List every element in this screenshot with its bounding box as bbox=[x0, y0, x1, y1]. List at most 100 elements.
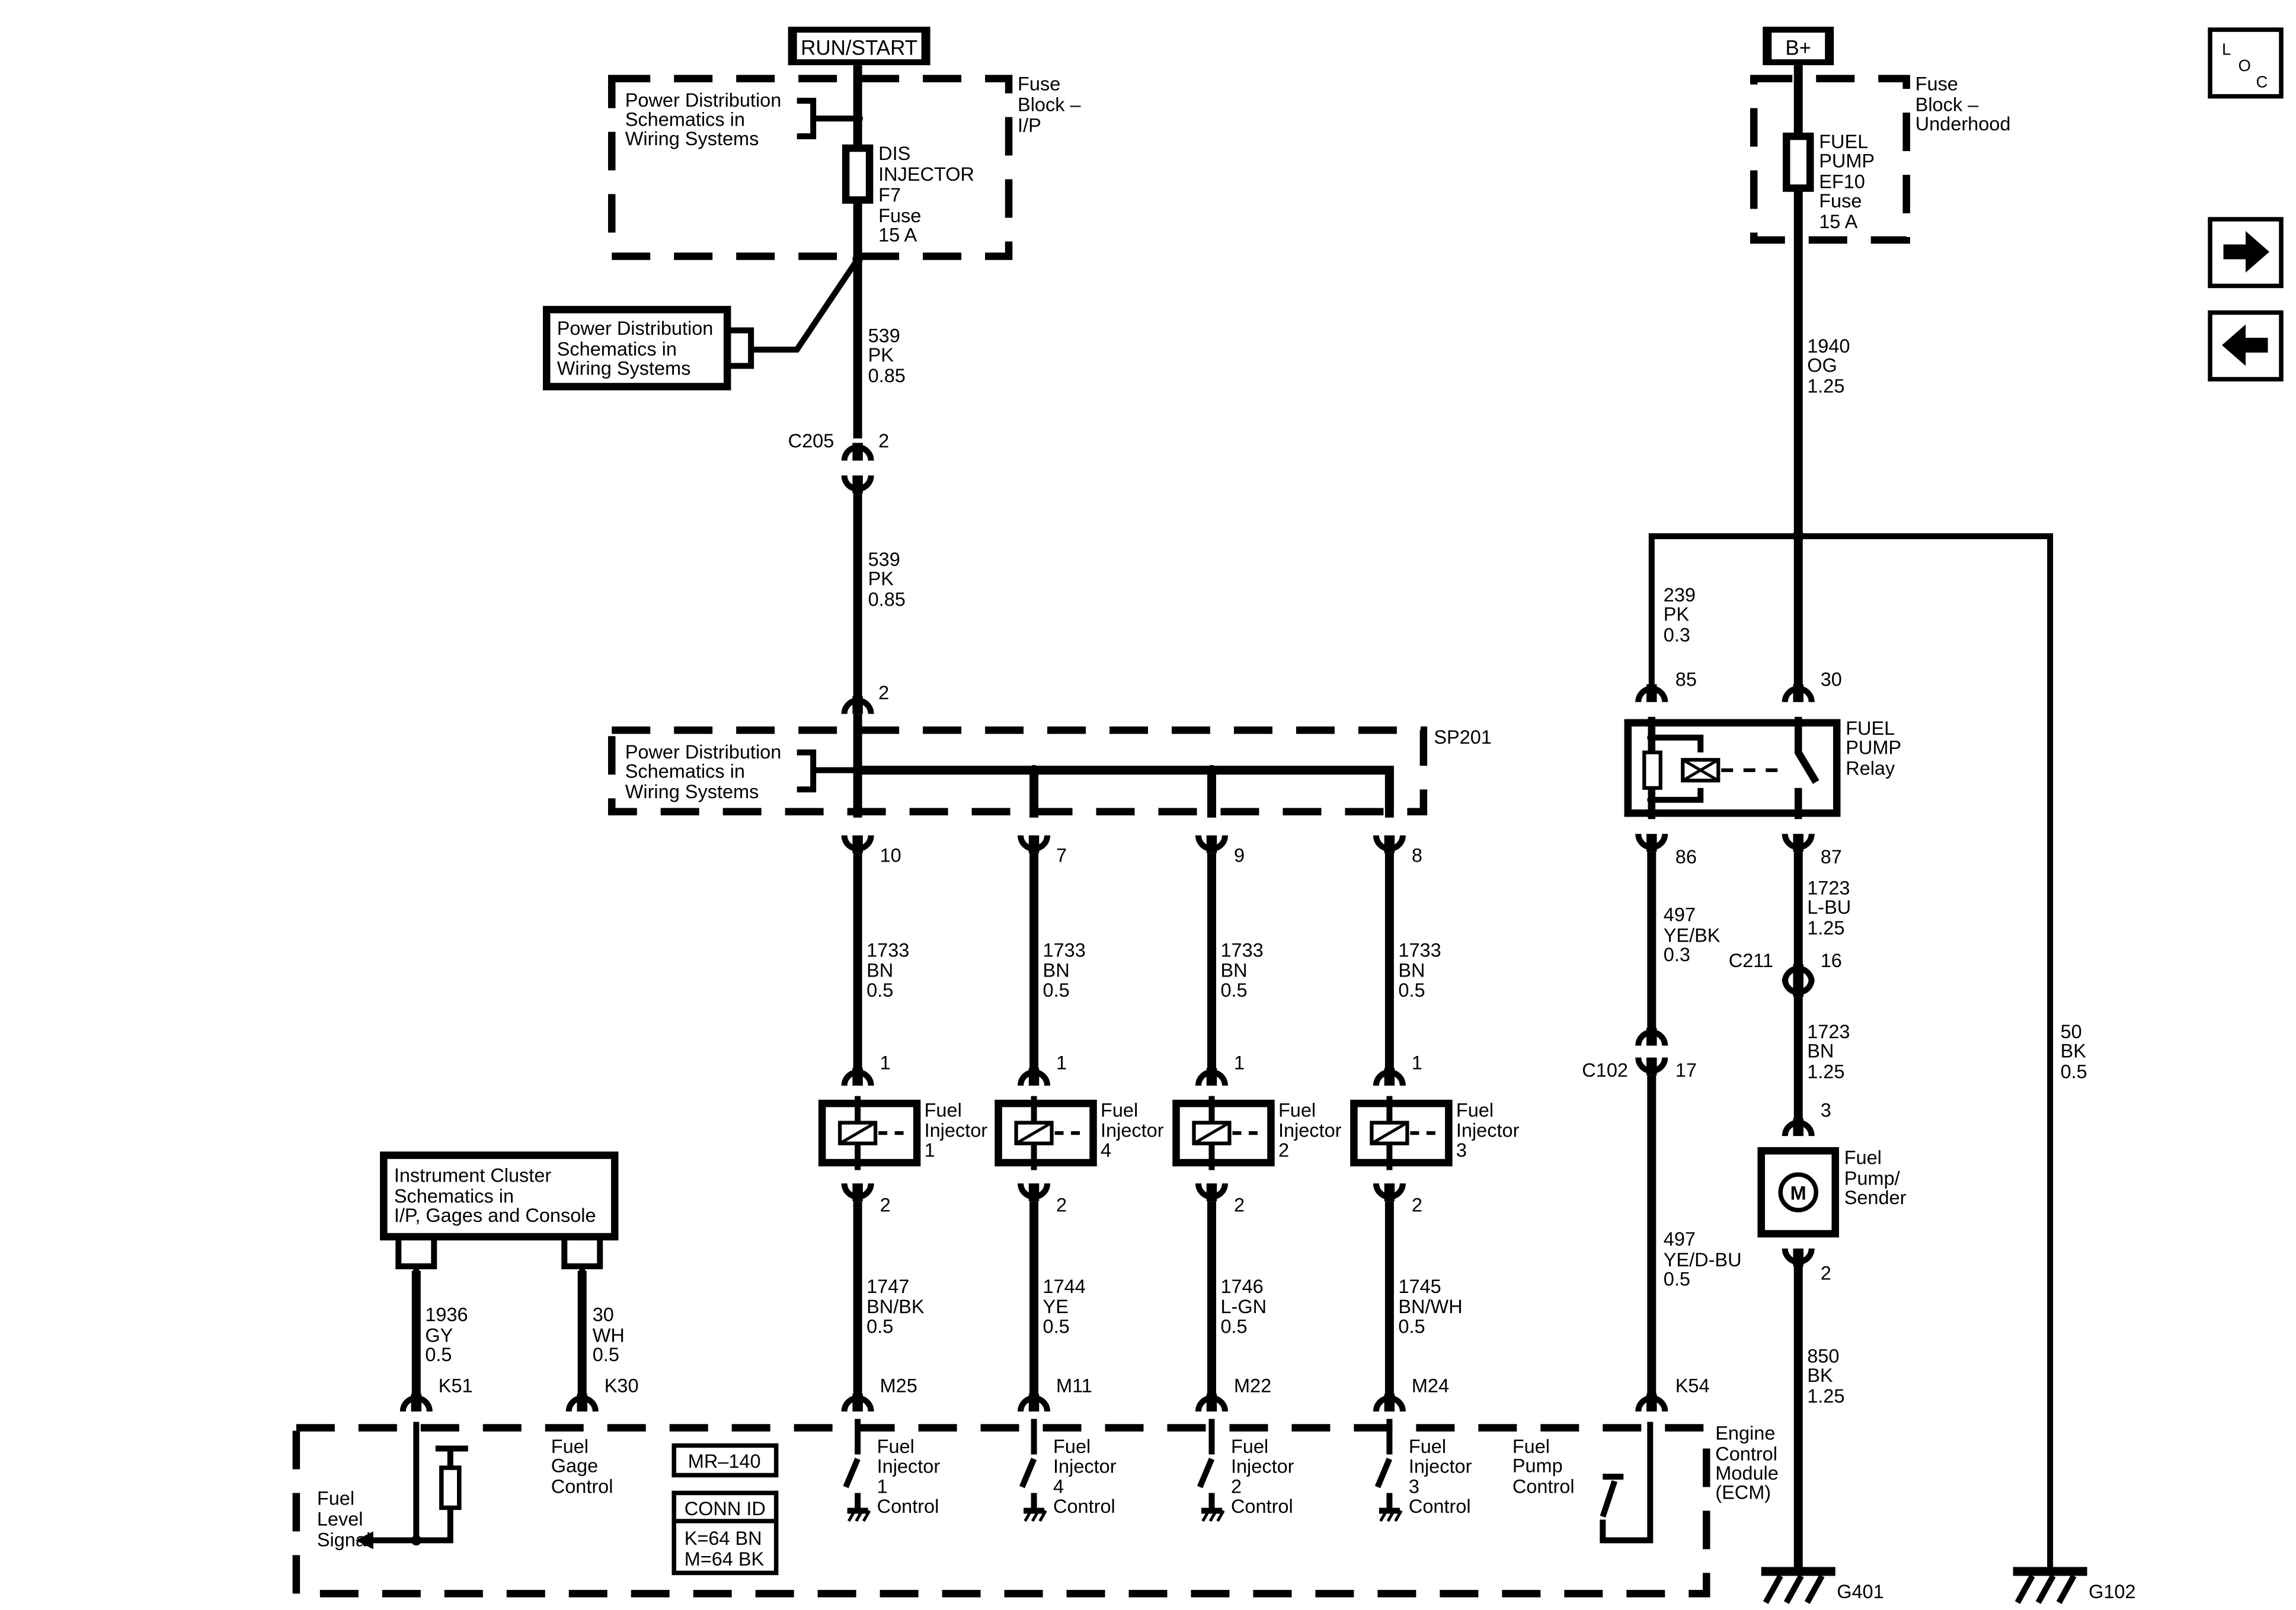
svg-text:CONN ID: CONN ID bbox=[685, 1498, 766, 1519]
relay-pin-87: 87 bbox=[1821, 846, 1842, 868]
relay-pin-85: 85 bbox=[1675, 668, 1697, 690]
injector-pin-1: 1 bbox=[880, 1052, 891, 1074]
next-page-button[interactable] bbox=[2208, 217, 2284, 289]
injector-pin-2: 2 bbox=[880, 1195, 891, 1216]
injector-pin-1: 1 bbox=[1412, 1052, 1422, 1074]
ground-g401 bbox=[1761, 1567, 1835, 1602]
c205-label: C205 bbox=[788, 430, 834, 452]
pin-k30: K30 bbox=[605, 1375, 639, 1396]
bplus-label: B+ bbox=[1785, 37, 1811, 60]
c211-label: C211 bbox=[1729, 950, 1773, 971]
c205-pin-bottom: 2 bbox=[878, 682, 889, 703]
ground-g102 bbox=[2013, 1567, 2087, 1602]
ground-g401-label: G401 bbox=[1837, 1581, 1884, 1602]
c211-pin: 16 bbox=[1821, 950, 1842, 971]
injector-pin-2: 2 bbox=[1234, 1195, 1245, 1216]
ecm-pin: M11 bbox=[1056, 1375, 1092, 1396]
fuel-pump-relay bbox=[1624, 716, 1841, 820]
previous-page-button[interactable] bbox=[2208, 310, 2284, 382]
ground-g102-label: G102 bbox=[2089, 1581, 2135, 1602]
location-button[interactable]: L O C bbox=[2208, 27, 2284, 99]
run-start-source: RUN/START bbox=[788, 27, 930, 66]
injector-pin-1: 1 bbox=[1234, 1052, 1245, 1074]
relay-pin-86: 86 bbox=[1675, 846, 1697, 868]
splice-pin: 10 bbox=[880, 845, 901, 866]
bplus-source: B+ bbox=[1763, 27, 1834, 66]
c102-label: C102 bbox=[1582, 1060, 1628, 1081]
svg-text:MR–140: MR–140 bbox=[688, 1451, 761, 1472]
fuel-pump-sender: M bbox=[1757, 1147, 1839, 1238]
sp201-label: SP201 bbox=[1434, 726, 1492, 748]
ecm-box bbox=[292, 1424, 1710, 1598]
loc-letter-l: L bbox=[2222, 40, 2231, 59]
arrow-left-icon bbox=[2222, 324, 2268, 366]
svg-text:K=64 BNM=64 BK: K=64 BNM=64 BK bbox=[685, 1528, 765, 1570]
pump-pin-bottom: 2 bbox=[1821, 1263, 1831, 1284]
pin-k51: K51 bbox=[439, 1375, 473, 1396]
ecm-pin: M25 bbox=[880, 1375, 917, 1396]
relay-pin-30: 30 bbox=[1821, 668, 1842, 690]
loc-letter-c: C bbox=[2256, 73, 2268, 91]
injector-pin-1: 1 bbox=[1056, 1052, 1067, 1074]
loc-letter-o: O bbox=[2239, 56, 2251, 75]
splice-pin: 9 bbox=[1234, 845, 1245, 866]
injector-pin-2: 2 bbox=[1056, 1195, 1067, 1216]
motor-symbol: M bbox=[1790, 1183, 1806, 1204]
fuse-f7-symbol bbox=[842, 144, 874, 204]
ecm-pin: M24 bbox=[1412, 1375, 1449, 1396]
run-start-label: RUN/START bbox=[801, 37, 917, 60]
injector-pin-2: 2 bbox=[1412, 1195, 1422, 1216]
splice-pin: 8 bbox=[1412, 845, 1422, 866]
mr-140-box: MR–140 bbox=[671, 1443, 779, 1478]
pump-pin-top: 3 bbox=[1821, 1100, 1831, 1121]
